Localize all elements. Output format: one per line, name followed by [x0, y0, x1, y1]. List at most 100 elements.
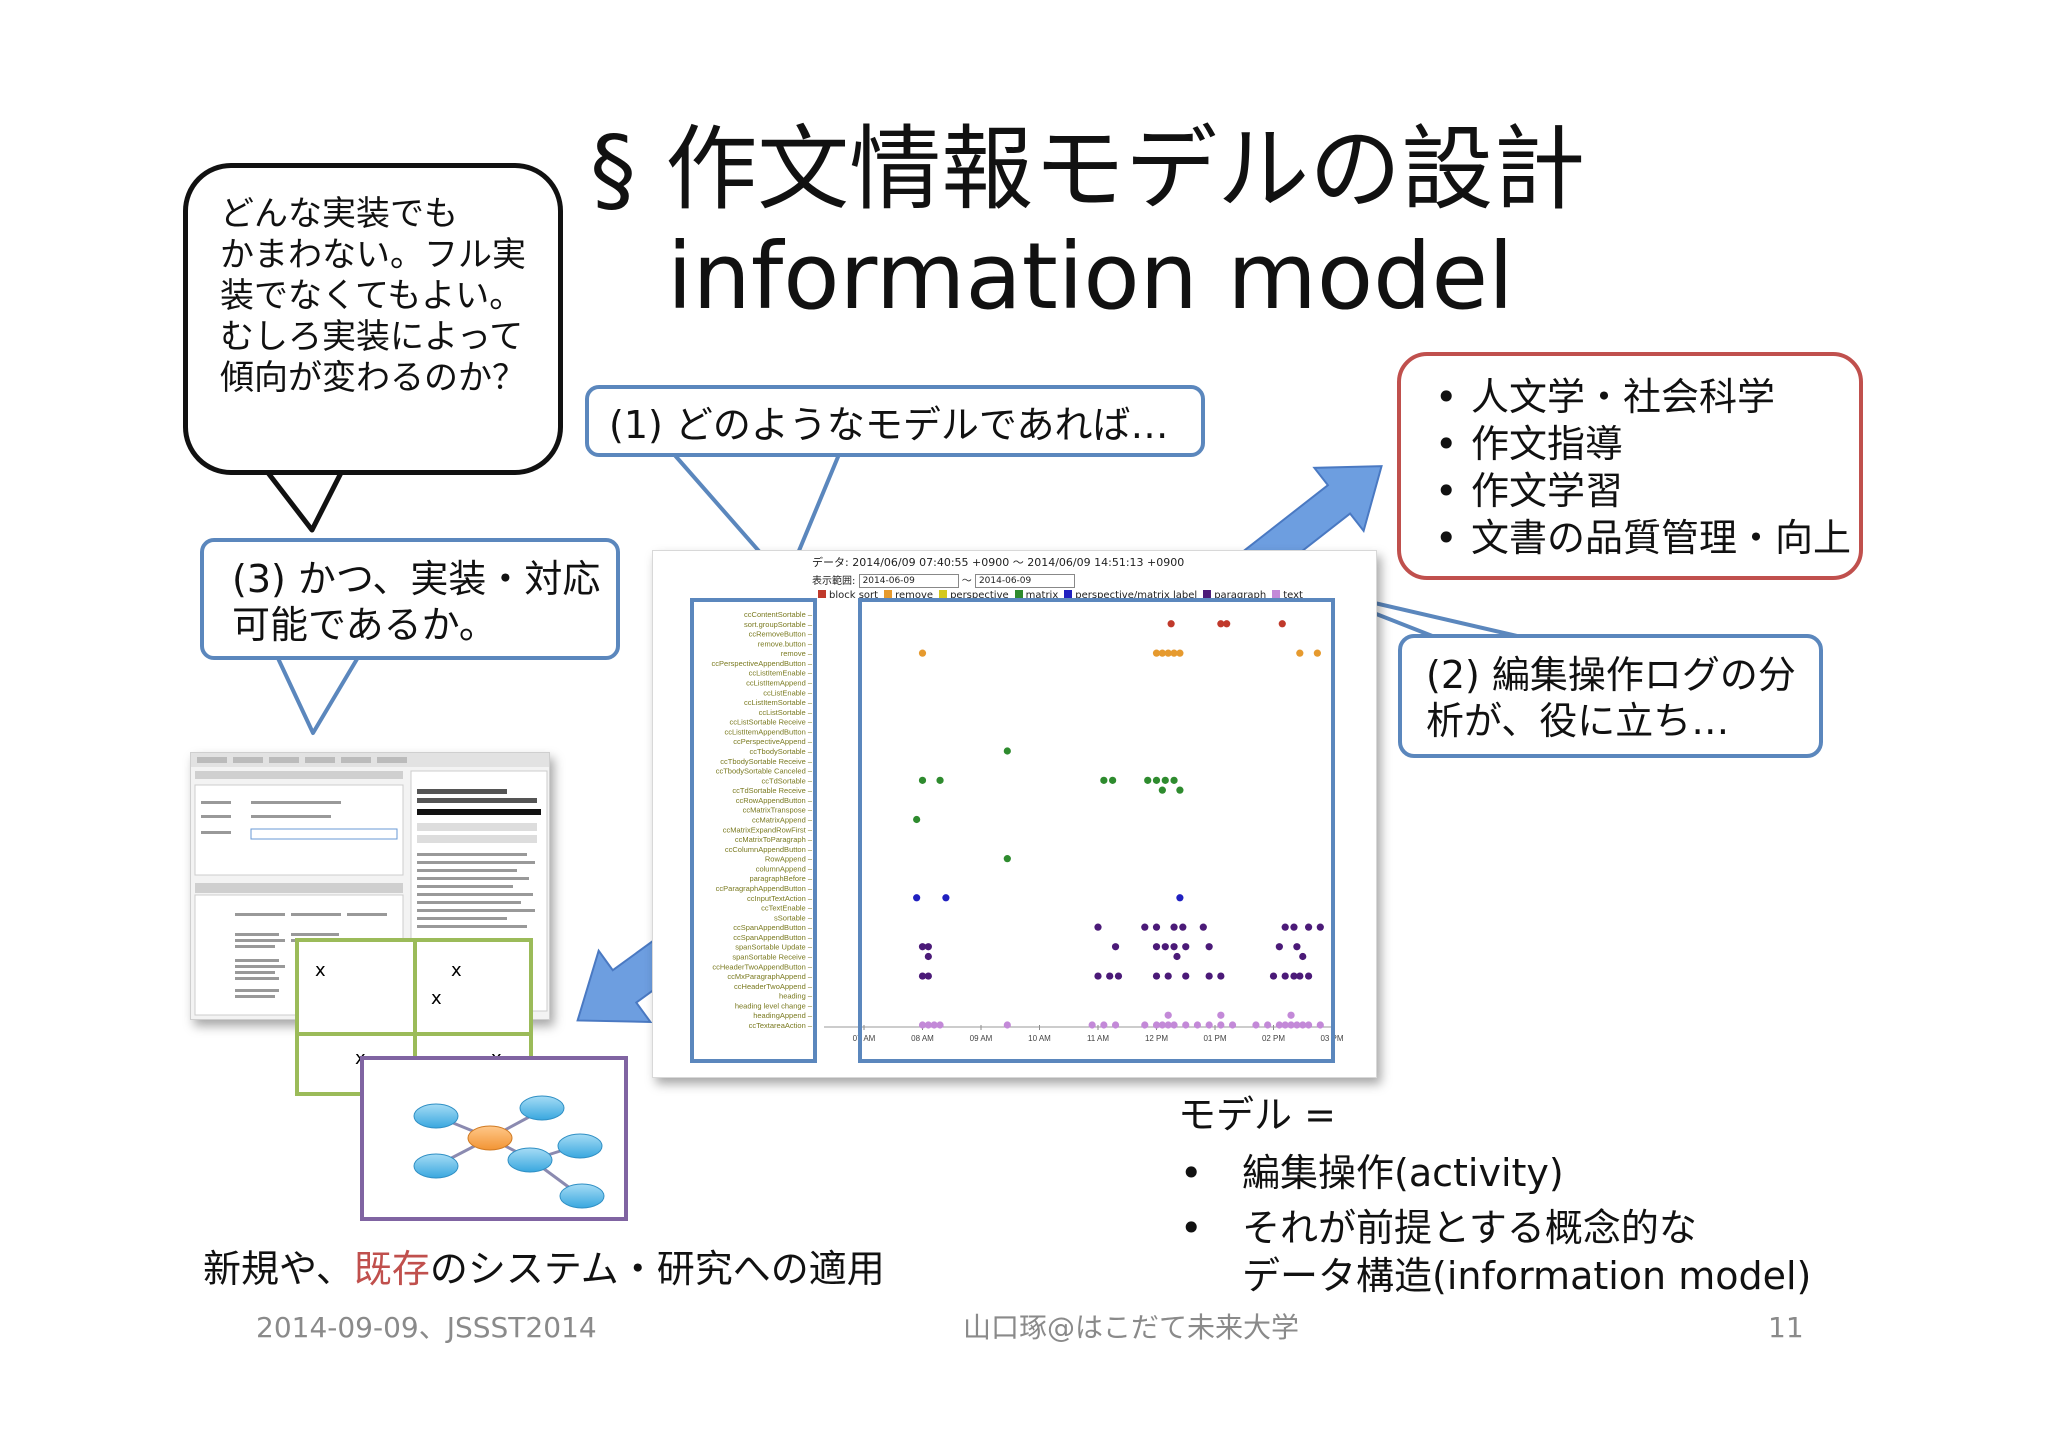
y-tick-label: ccSpanAppendButton –: [733, 923, 813, 932]
data-point: [1182, 972, 1190, 980]
data-point: [1290, 923, 1298, 931]
application-item: •作文指導: [1435, 421, 1859, 468]
legend-label: matrix: [1025, 590, 1059, 601]
footer-author: 山口琢@はこだて未来大学: [963, 1311, 1300, 1344]
data-point: [918, 649, 927, 657]
data-point: [1170, 1021, 1178, 1029]
y-tick-label: remove.button –: [758, 639, 813, 648]
chart-screenshot: [652, 550, 1377, 1078]
y-tick-label: ccListSortable –: [759, 708, 813, 717]
slide-subtitle: information model: [667, 223, 1514, 330]
data-point: [1152, 776, 1161, 784]
y-tick-label: ccMatrixAppend –: [752, 816, 813, 825]
data-point: [1170, 649, 1178, 657]
data-point: [1152, 923, 1161, 931]
data-start: 2014/06/09 07:40:55 +0900: [852, 556, 1010, 569]
bullet-dot: •: [1180, 1151, 1203, 1195]
data-label: データ:: [812, 556, 849, 569]
data-point: [1313, 649, 1321, 657]
range-to-field[interactable]: 2014-06-09: [974, 574, 1075, 588]
y-tick-label: ccListItemAppend –: [746, 679, 813, 688]
data-point: [1296, 649, 1304, 657]
data-point: [1205, 1021, 1213, 1029]
data-point: [924, 1021, 932, 1029]
callout-log-analysis: (2) 編集操作ログの分 析が、役に立ち…: [1398, 634, 1823, 758]
data-point: [1161, 943, 1169, 951]
x-tick-label: 02 PM: [1262, 1034, 1285, 1043]
bullet-dot: •: [1435, 516, 1458, 560]
data-point: [924, 943, 932, 951]
y-tick-label: paragraphBefore –: [749, 874, 812, 883]
data-point: [918, 1021, 927, 1029]
data-point: [1182, 943, 1190, 951]
data-point: [1170, 776, 1178, 784]
y-tick-label: ccTbodySortable –: [749, 747, 812, 756]
data-point: [1164, 1021, 1172, 1029]
y-tick-label: ccListItemAppendButton –: [724, 727, 812, 736]
data-point: [1205, 972, 1213, 980]
y-tick-label: ccParagraphAppendButton –: [716, 884, 813, 893]
model-information-line1: それが前提とする概念的な: [1242, 1206, 1697, 1250]
chart-data-range: データ: 2014/06/09 07:40:55 +0900 〜 2014/06…: [812, 556, 1184, 570]
data-point: [1100, 1021, 1108, 1029]
applications-list: •人文学・社会科学•作文指導•作文学習•文書の品質管理・向上: [1435, 374, 1859, 562]
data-point: [1287, 1011, 1295, 1019]
y-tick-label: ccMatrixToParagraph –: [735, 835, 813, 844]
y-tick-label: heading level change –: [735, 1001, 813, 1010]
range-from-field[interactable]: 2014-06-09: [858, 574, 959, 588]
center-node: [467, 1125, 513, 1151]
y-tick-label: sort.groupSortable –: [744, 620, 813, 629]
x-tick-label: 10 AM: [1028, 1034, 1051, 1043]
speech-bubble: どんな実装でも かまわない。フル実 装でなくてもよい。 むしろ実装によって 傾向…: [183, 163, 563, 475]
y-tick-label: ccListItemSortable –: [744, 698, 813, 707]
slide-title: § 作文情報モデルの設計: [590, 116, 1586, 223]
data-point: [1205, 943, 1213, 951]
y-tick-label: RowAppend –: [765, 855, 813, 864]
legend-label: perspective: [950, 590, 1009, 601]
data-point: [924, 952, 932, 961]
grid-mark: x: [451, 960, 462, 981]
model-activity: 編集操作(activity): [1242, 1151, 1564, 1195]
y-tick-label: ccRowAppendButton –: [736, 796, 813, 805]
y-tick-label: spanSortable Update –: [735, 943, 813, 952]
data-point: [1158, 786, 1166, 794]
data-point: [1281, 972, 1289, 980]
data-point: [1217, 620, 1225, 628]
y-tick-label: ccMatrixTranspose –: [743, 806, 813, 815]
data-point: [1223, 620, 1231, 628]
data-point: [1152, 943, 1161, 951]
y-tick-label: ccHeaderTwoAppendButton –: [712, 962, 812, 971]
application-item: •文書の品質管理・向上: [1435, 515, 1859, 562]
display-range: 表示範囲: 2014-06-09 〜 2014-06-09: [812, 572, 1075, 588]
data-point: [1164, 972, 1172, 980]
data-point: [1152, 972, 1161, 980]
data-point: [913, 815, 921, 824]
data-point: [1269, 972, 1278, 980]
data-point: [1003, 747, 1011, 755]
legend-swatch: [1064, 590, 1073, 598]
y-tick-label: ccMatrixExpandRowFirst –: [723, 825, 813, 834]
data-point: [1264, 1021, 1272, 1029]
legend-swatch: [939, 590, 948, 598]
y-tick-label: ccTextEnable –: [761, 904, 813, 913]
data-point: [1152, 649, 1161, 657]
callout-3-tail: [274, 652, 362, 735]
legend-swatch: [1272, 590, 1281, 598]
data-point: [1170, 943, 1178, 951]
model-information-line2: データ構造(information model): [1242, 1254, 1812, 1298]
data-point: [1278, 620, 1286, 628]
data-point: [936, 776, 944, 784]
y-tick-label: ccContentSortable –: [744, 610, 813, 619]
data-point: [1217, 1011, 1225, 1019]
highlight-label-column: [690, 598, 817, 1063]
y-tick-label: ccSpanAppendButton –: [733, 933, 813, 942]
data-point: [1088, 1021, 1096, 1029]
range-tilde: 〜: [961, 576, 972, 587]
y-tick-label: ccListSortable Receive –: [729, 718, 812, 727]
data-point: [942, 894, 950, 902]
page-number: 11: [1768, 1311, 1804, 1344]
data-point: [1281, 923, 1289, 931]
y-tick-label: columnAppend –: [756, 864, 813, 873]
data-point: [1299, 1021, 1307, 1029]
callout-implementation: (3) かつ、実装・対応 可能であるか。: [200, 538, 620, 660]
